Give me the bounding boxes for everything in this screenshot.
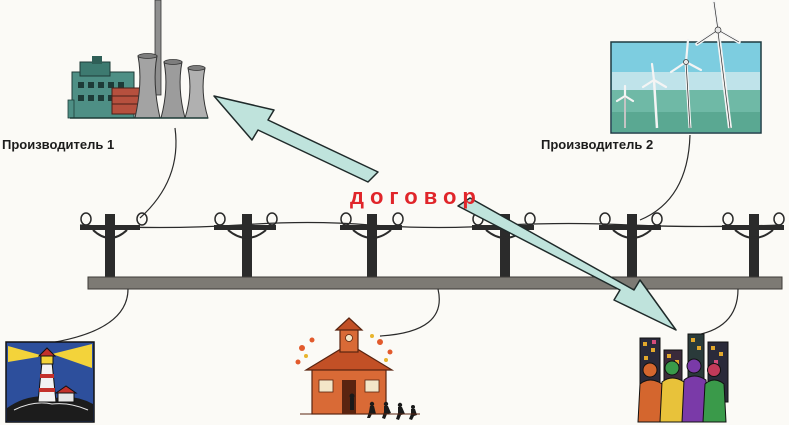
contract-arrow-to-consumer-right bbox=[457, 197, 677, 331]
lighthouse-icon bbox=[5, 341, 95, 423]
distribution-bar bbox=[87, 276, 783, 290]
producer-1-label: Производитель 1 bbox=[2, 137, 115, 152]
power-plant-icon bbox=[67, 0, 209, 119]
producer-2-supply-line bbox=[639, 134, 691, 221]
contract-arrow-to-producer-1 bbox=[213, 95, 379, 183]
power-line-poles bbox=[80, 212, 785, 278]
power-line-wire bbox=[79, 221, 781, 229]
school-icon bbox=[295, 317, 420, 420]
power-pole bbox=[340, 212, 404, 278]
wind-turbines-icon bbox=[610, 0, 762, 134]
power-pole bbox=[722, 212, 785, 278]
consumer-center-drop-line bbox=[379, 288, 440, 337]
producer-1-supply-line bbox=[139, 127, 177, 219]
producer-2-label: Производитель 2 bbox=[541, 137, 654, 152]
city-people-icon bbox=[637, 333, 729, 423]
consumer-right-drop-line bbox=[689, 288, 739, 337]
contract-label: договор bbox=[350, 184, 482, 209]
power-pole bbox=[214, 212, 278, 278]
consumer-left-drop-line bbox=[49, 288, 129, 344]
power-pole bbox=[599, 212, 663, 278]
power-pole bbox=[80, 212, 148, 278]
